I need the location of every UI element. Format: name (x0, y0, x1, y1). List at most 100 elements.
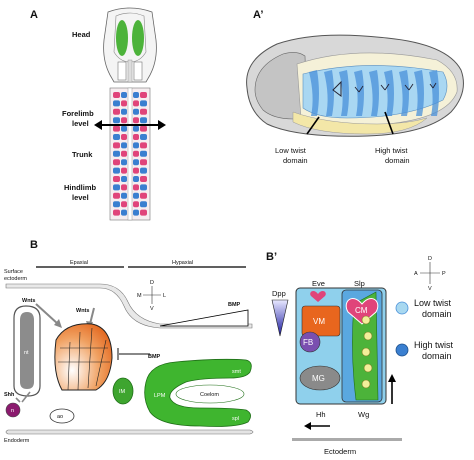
somites-right (133, 92, 147, 216)
somite-left (113, 192, 120, 199)
somite-left (121, 100, 127, 107)
svg-text:P: P (442, 271, 446, 277)
somite-right (140, 184, 147, 191)
bmp-mid-label: BMP (148, 354, 161, 360)
wg-dot (363, 331, 373, 341)
eve-label: Eve (312, 279, 325, 288)
somite-left (113, 176, 120, 182)
mg-label: MG (312, 374, 325, 383)
legend-high-1: High twist (414, 340, 454, 350)
somite-left (113, 100, 120, 107)
ectoderm-label: Ectoderm (324, 447, 356, 456)
wg-dots (361, 315, 373, 389)
fb-label: FB (303, 338, 313, 347)
twist-stripe (384, 70, 394, 116)
panel-a: A Head Forelimb level Trunk Hindlimb lev… (30, 7, 166, 221)
cm-label: CM (355, 306, 368, 315)
somite-left (121, 108, 127, 115)
wg-dot (361, 379, 371, 389)
somite-right (133, 209, 139, 216)
somite-right (133, 134, 139, 140)
svg-text:L: L (163, 293, 166, 299)
somite-left (113, 134, 120, 140)
somite-left (121, 125, 127, 132)
somite-right (133, 150, 139, 157)
somite-left (113, 209, 120, 216)
somite-left (121, 150, 127, 157)
trunk-strip (109, 87, 151, 221)
bmp-top-label: BMP (228, 302, 241, 308)
somite-right (133, 117, 139, 124)
svg-text:V: V (150, 306, 154, 312)
head-embryo (103, 7, 157, 83)
somite-left (113, 201, 120, 208)
panel-b-letter: B (30, 239, 38, 251)
ap-compass: D V A P (414, 256, 446, 292)
svg-text:M: M (137, 293, 142, 299)
legend-high-2: domain (422, 351, 452, 361)
im (112, 377, 134, 405)
somite-left (113, 150, 120, 157)
spl-label: spl (232, 416, 239, 422)
somite-left (121, 142, 127, 149)
somite-right (133, 92, 139, 98)
somite-left (113, 167, 120, 174)
svg-text:V: V (428, 286, 432, 292)
somite-right (140, 125, 147, 132)
somite-left (121, 184, 127, 191)
wg-label: Wg (358, 410, 369, 419)
hindlimb-label-1: Hindlimb (64, 183, 96, 192)
somite-right (140, 159, 147, 166)
panel-a-letter: A (30, 9, 38, 21)
surface-ectoderm-label-2: ectoderm (4, 276, 27, 282)
vm-box (301, 305, 341, 337)
somite-right (133, 201, 139, 208)
dpp-label: Dpp (272, 289, 286, 298)
panel-a-prime: A’ Low twist domain High twist domain (246, 9, 464, 165)
somite-right (133, 100, 139, 107)
somite-right (133, 192, 139, 199)
fb-circle (299, 331, 321, 353)
somites-left (113, 92, 127, 216)
cm-heart (345, 298, 379, 325)
somite-right (140, 100, 147, 107)
somite-right (133, 159, 139, 166)
svg-text:n: n (11, 408, 14, 414)
head-green-right (132, 20, 144, 56)
trunk-label: Trunk (72, 150, 93, 159)
twist-stripe (414, 70, 424, 116)
twist-stripe (429, 70, 439, 116)
somite-left (113, 184, 120, 191)
coelom-label: Coelom (200, 392, 219, 398)
somite-left (121, 209, 127, 216)
forelimb-label-1: Forelimb (62, 109, 94, 118)
somite-left (121, 117, 127, 124)
somite-right (140, 92, 147, 98)
somite-right (140, 201, 147, 208)
ao-label: ao (57, 414, 63, 420)
nt-label: nt (24, 350, 29, 356)
panel-b-prime: B’ D V A P Dpp Eve Slp CM VM FB MG Hh (266, 251, 454, 456)
somite-right (140, 134, 147, 140)
ectoderm-bar (292, 438, 402, 441)
somite-left (113, 142, 120, 149)
somite-right (133, 142, 139, 149)
somite-left (121, 201, 127, 208)
somite-right (140, 167, 147, 174)
somite-left (121, 159, 127, 166)
axis-compass: D V M L (137, 280, 166, 312)
somite-right (140, 142, 147, 149)
svg-text:D: D (428, 256, 432, 262)
somite-left (113, 92, 120, 98)
somite-right (140, 192, 147, 199)
aorta (49, 408, 75, 424)
twist-stripe (354, 70, 364, 116)
twist-stripe (369, 70, 379, 116)
hypaxial-label: Hypaxial (172, 260, 193, 266)
somite-left (121, 167, 127, 174)
somite-right (140, 209, 147, 216)
somite-left (121, 192, 127, 199)
legend: Low twist domain High twist domain (395, 298, 454, 361)
legend-low-swatch (395, 301, 409, 315)
twist-stripe (309, 70, 319, 116)
